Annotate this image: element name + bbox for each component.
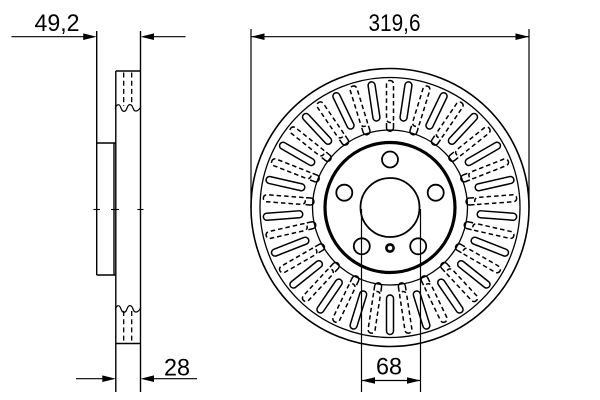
vent-slot-inner-cap xyxy=(309,172,321,183)
vent-slot-solid xyxy=(474,175,515,192)
bolt-hole xyxy=(426,183,445,202)
dim-label-outer-diameter: 319,6 xyxy=(369,10,421,37)
vent-slot-dashed xyxy=(397,282,413,334)
vent-slots-group xyxy=(262,79,518,336)
vent-slot-dashed xyxy=(448,126,491,163)
vent-slot-dashed xyxy=(367,282,383,334)
dim-label-thickness: 28 xyxy=(164,355,190,382)
side-view xyxy=(93,31,144,392)
vent-slot-solid xyxy=(464,141,502,167)
vent-slot-dashed xyxy=(265,221,317,240)
bolt-hole xyxy=(409,237,428,256)
dim-arrowhead xyxy=(407,377,421,384)
vent-slot-dashed xyxy=(349,85,371,136)
vent-slot-solid xyxy=(270,236,310,257)
dim-arrowhead xyxy=(140,33,154,40)
front-view xyxy=(250,67,530,348)
vent-slot-solid xyxy=(278,141,316,167)
vent-slot-inner-cap xyxy=(306,221,317,231)
dimension-total-height: 49,2 xyxy=(11,10,186,40)
vent-slot-dashed xyxy=(289,126,332,163)
vent-slot-solid xyxy=(349,290,368,330)
vent-slot-solid xyxy=(447,112,479,146)
locating-pin-hole xyxy=(385,243,395,253)
dim-arrowhead xyxy=(361,377,375,384)
vent-slot-solid xyxy=(476,210,518,221)
vent-slot-dashed xyxy=(420,275,448,324)
vent-slot-solid xyxy=(265,175,306,192)
bolt-hole xyxy=(381,150,399,169)
vent-slot-inner-cap xyxy=(361,125,371,136)
hub-flange-circle xyxy=(323,140,457,275)
vent-slot-dashed xyxy=(385,79,395,132)
dim-arrowhead xyxy=(515,33,529,40)
vent-slot-inner-cap xyxy=(465,196,475,206)
vent-slot-dashed xyxy=(278,243,326,274)
vent-slot-inner-cap xyxy=(305,196,315,206)
vent-slot-solid xyxy=(456,259,491,289)
vent-slot-dashed xyxy=(463,221,515,240)
vent-slot-dashed xyxy=(262,194,315,206)
vent-slot-dashed xyxy=(454,243,502,274)
vent-slot-solid xyxy=(262,210,304,221)
vent-slot-inner-cap xyxy=(338,135,350,146)
vent-slot-inner-cap xyxy=(321,151,332,163)
vent-slot-inner-cap xyxy=(448,151,459,163)
bolt-holes-group xyxy=(335,150,445,256)
dim-arrowhead xyxy=(102,375,116,382)
vent-slot-dashed xyxy=(332,275,360,324)
vent-slot-solid xyxy=(425,91,448,130)
dim-arrowhead xyxy=(83,33,97,40)
vent-slot-solid xyxy=(385,294,395,336)
vent-ring-outer-circle xyxy=(259,76,521,339)
vent-slot-solid xyxy=(437,278,464,314)
vent-slot-dashed xyxy=(440,261,479,303)
vent-slot-inner-cap xyxy=(373,282,383,292)
dim-label-total-height: 49,2 xyxy=(35,10,80,37)
vent-slot-inner-cap xyxy=(329,261,340,273)
disc-outer-circle xyxy=(250,67,530,348)
vent-slot-dashed xyxy=(301,261,340,303)
vent-slot-dashed xyxy=(316,101,350,146)
vent-slot-dashed xyxy=(459,158,510,183)
dimension-center-bore: 68 xyxy=(360,209,422,392)
vent-slot-inner-cap xyxy=(314,243,326,254)
dim-arrowhead xyxy=(251,33,265,40)
break-line-top xyxy=(114,104,142,112)
vent-slot-inner-cap xyxy=(385,123,395,132)
vent-slot-solid xyxy=(399,81,413,122)
vent-slot-inner-cap xyxy=(409,125,419,136)
vent-ring-inner-circle xyxy=(311,129,469,286)
dim-label-center-bore: 68 xyxy=(376,354,402,381)
dimension-outer-diameter: 319,6 xyxy=(250,10,530,208)
vent-slot-inner-cap xyxy=(420,275,431,286)
vent-slot-dashed xyxy=(270,158,321,183)
vent-slot-inner-cap xyxy=(454,243,466,254)
center-bore-circle xyxy=(359,177,421,238)
vent-slot-solid xyxy=(316,278,343,314)
vent-slot-solid xyxy=(367,81,381,122)
vent-slot-inner-cap xyxy=(397,282,407,292)
vent-slot-inner-cap xyxy=(440,261,451,273)
vent-slot-inner-cap xyxy=(349,275,360,286)
vent-slot-solid xyxy=(289,259,324,289)
vent-slot-solid xyxy=(412,290,431,330)
vent-slot-dashed xyxy=(409,85,431,136)
vent-slot-inner-cap xyxy=(430,135,442,146)
vent-slot-inner-cap xyxy=(459,172,471,183)
vent-slot-dashed xyxy=(430,101,464,146)
vent-slot-inner-cap xyxy=(463,221,474,231)
dim-arrowhead xyxy=(140,375,154,382)
vent-slot-solid xyxy=(301,112,333,146)
vent-slot-solid xyxy=(332,91,355,130)
dimension-thickness: 28 xyxy=(76,355,197,382)
vent-slot-solid xyxy=(470,236,510,257)
bolt-hole xyxy=(335,183,354,202)
break-line-bottom xyxy=(114,305,142,313)
vent-slot-dashed xyxy=(465,194,518,206)
